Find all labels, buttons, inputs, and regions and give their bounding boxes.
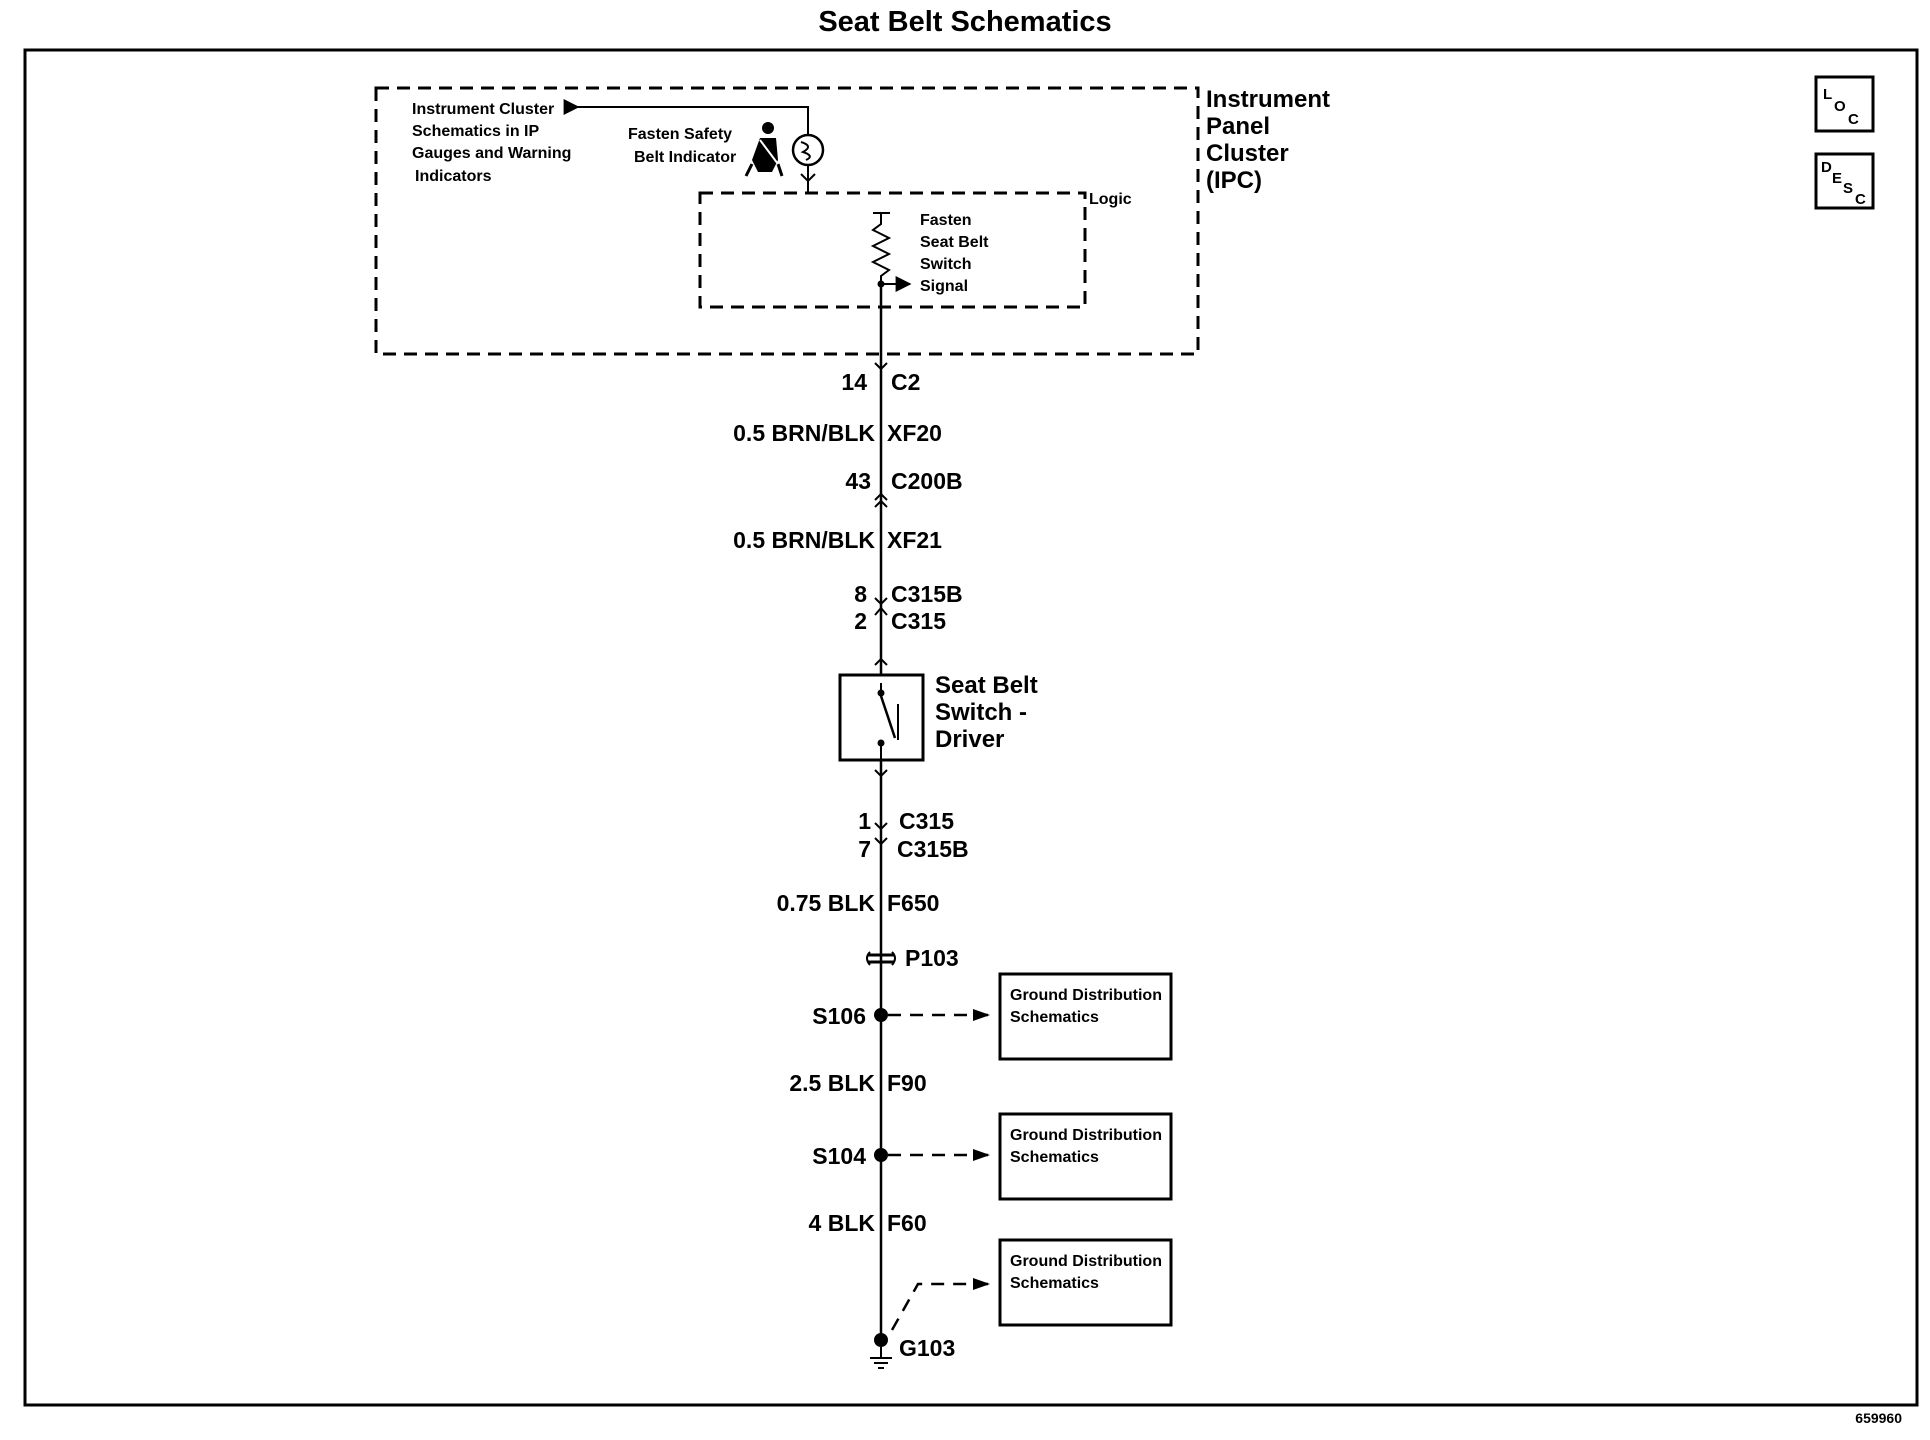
svg-text:4 BLK: 4 BLK (809, 1210, 876, 1236)
svg-text:E: E (1832, 170, 1842, 187)
pass-through-p103: P103 (866, 945, 959, 971)
svg-text:8: 8 (854, 581, 867, 607)
svg-text:Panel: Panel (1206, 113, 1270, 140)
svg-text:O: O (1834, 98, 1846, 115)
connector-glyph-c315-top (874, 606, 888, 616)
svg-text:C315B: C315B (891, 581, 963, 607)
logic-outline (698, 191, 1087, 309)
pullup-resistor (870, 212, 892, 283)
ipc-reference: Instrument Cluster Schematics in IP Gaug… (412, 101, 571, 185)
svg-text:F650: F650 (887, 890, 939, 916)
svg-text:F60: F60 (887, 1210, 927, 1236)
svg-text:L: L (1823, 86, 1832, 103)
ipc-outline (374, 86, 1200, 356)
svg-text:D: D (1821, 159, 1832, 176)
svg-text:Schematics: Schematics (1010, 1149, 1099, 1166)
switch-label: Seat Belt Switch - Driver (935, 672, 1038, 753)
svg-text:2.5 BLK: 2.5 BLK (789, 1070, 875, 1096)
svg-text:XF20: XF20 (887, 420, 942, 446)
svg-text:P103: P103 (905, 945, 959, 971)
splice-label-s106: S106 (812, 1003, 866, 1029)
connector-glyph-c315b-top (874, 597, 888, 606)
svg-text:C: C (1855, 191, 1866, 208)
connector-glyph-c315b-bottom (874, 837, 888, 846)
indicator-feed-wire (578, 106, 809, 128)
svg-text:Switch: Switch (920, 256, 972, 273)
svg-text:C315B: C315B (897, 836, 969, 862)
connection-labels-upper: 14 C2 0.5 BRN/BLK XF20 43 C200B 0.5 BRN/… (733, 369, 962, 634)
connection-labels-lower: 1 C315 7 C315B 0.75 BLK F650 (777, 808, 969, 916)
svg-text:S: S (1843, 180, 1853, 197)
splice-node-s104 (874, 1148, 888, 1162)
connector-glyph-c200b (874, 492, 888, 508)
svg-text:0.75 BLK: 0.75 BLK (777, 890, 876, 916)
svg-text:F90: F90 (887, 1070, 927, 1096)
svg-text:Fasten Safety: Fasten Safety (628, 126, 732, 143)
svg-text:C200B: C200B (891, 468, 963, 494)
svg-text:43: 43 (845, 468, 871, 494)
indicator-lamp-icon (791, 128, 825, 183)
connector-glyph-switch-top (874, 657, 888, 666)
svg-text:Schematics: Schematics (1010, 1275, 1099, 1292)
seatbelt-icon (744, 122, 784, 177)
svg-text:Ground Distribution: Ground Distribution (1010, 987, 1162, 1004)
desc-icon[interactable]: D E S C (1814, 152, 1875, 210)
ground-ref-box-1[interactable]: Ground Distribution Schematics (998, 972, 1173, 1061)
svg-text:Indicators: Indicators (415, 168, 492, 185)
svg-text:Ground Distribution: Ground Distribution (1010, 1253, 1162, 1270)
svg-text:Fasten: Fasten (920, 212, 972, 229)
splice-node-s106 (874, 1008, 888, 1022)
ipc-name: Instrument Panel Cluster (IPC) (1206, 86, 1330, 194)
ground-link-arrow (973, 1278, 990, 1290)
ground-link (890, 1282, 988, 1331)
svg-text:C315: C315 (899, 808, 954, 834)
connector-glyph-c2 (874, 354, 888, 380)
svg-text:C: C (1848, 111, 1859, 128)
svg-text:Switch -: Switch - (935, 699, 1027, 726)
svg-text:Instrument Cluster: Instrument Cluster (412, 101, 554, 118)
connector-glyph-switch-bottom (874, 769, 888, 778)
splice-label-s104: S104 (812, 1143, 866, 1169)
svg-text:Signal: Signal (920, 278, 968, 295)
splice-s104-arrow (973, 1149, 990, 1161)
document-number: 659960 (1855, 1410, 1902, 1426)
svg-text:C315: C315 (891, 608, 946, 634)
svg-text:0.5 BRN/BLK: 0.5 BRN/BLK (733, 527, 875, 553)
indicator-label: Fasten Safety Belt Indicator (628, 126, 736, 166)
ground-label: G103 (899, 1335, 955, 1361)
page-title: Seat Belt Schematics (818, 6, 1112, 38)
svg-text:Ground Distribution: Ground Distribution (1010, 1127, 1162, 1144)
seat-belt-switch (838, 673, 925, 762)
svg-text:Cluster: Cluster (1206, 140, 1289, 167)
svg-text:7: 7 (858, 836, 871, 862)
svg-text:Seat Belt: Seat Belt (935, 672, 1038, 699)
outer-frame (23, 48, 1919, 1407)
connector-glyph-c315-bottom (874, 822, 888, 831)
wire-label-f60: 4 BLK F60 (809, 1210, 927, 1236)
svg-text:C2: C2 (891, 369, 920, 395)
svg-text:Schematics: Schematics (1010, 1009, 1099, 1026)
ground-ref-box-3[interactable]: Ground Distribution Schematics (998, 1238, 1173, 1327)
splice-s106-arrow (973, 1009, 990, 1021)
logic-label: Logic (1089, 191, 1132, 208)
svg-text:Instrument: Instrument (1206, 86, 1330, 113)
svg-text:Driver: Driver (935, 726, 1004, 753)
svg-text:2: 2 (854, 608, 867, 634)
ground-ref-box-2[interactable]: Ground Distribution Schematics (998, 1112, 1173, 1201)
wire-label-f90: 2.5 BLK F90 (789, 1070, 926, 1096)
ground-icon (870, 1347, 892, 1369)
svg-text:14: 14 (841, 369, 867, 395)
svg-text:Gauges and Warning: Gauges and Warning (412, 145, 571, 162)
svg-text:Belt Indicator: Belt Indicator (634, 149, 736, 166)
loc-icon[interactable]: L O C (1814, 75, 1875, 133)
svg-text:0.5 BRN/BLK: 0.5 BRN/BLK (733, 420, 875, 446)
svg-text:(IPC): (IPC) (1206, 167, 1262, 194)
svg-text:Schematics in IP: Schematics in IP (412, 123, 539, 140)
ground-node (874, 1333, 888, 1347)
svg-text:1: 1 (858, 808, 871, 834)
svg-text:XF21: XF21 (887, 527, 942, 553)
signal-label: Fasten Seat Belt Switch Signal (920, 212, 989, 295)
svg-text:Seat Belt: Seat Belt (920, 234, 989, 251)
